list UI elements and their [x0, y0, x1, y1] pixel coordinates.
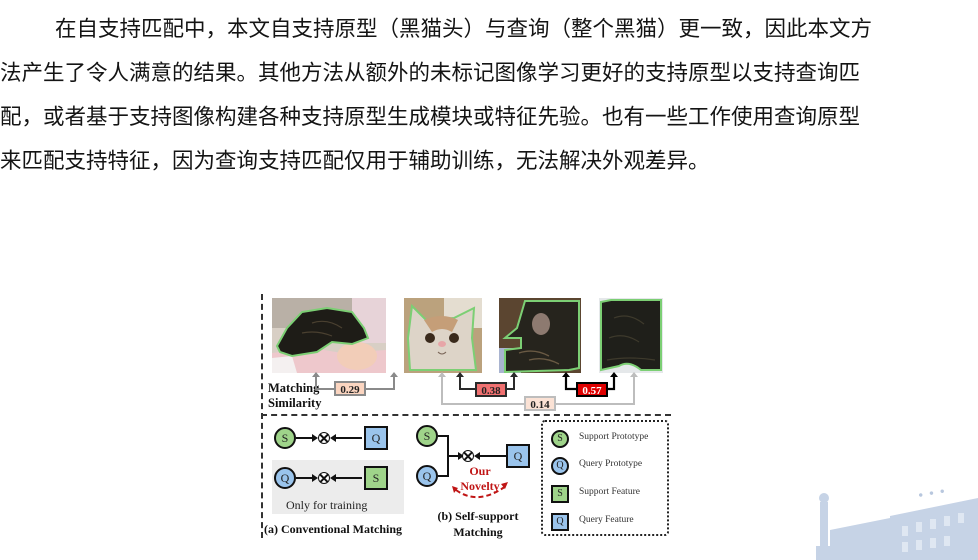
matching-operator-icon	[318, 432, 330, 444]
only-for-training-label: Only for training	[286, 498, 368, 512]
paragraph-line-1: 在自支持匹配中，本文自支持原型（黑猫头）与查询（整个黑猫）更一致，因此本文方	[55, 17, 873, 42]
caption-conventional-matching: (a) Conventional Matching	[264, 522, 402, 536]
support-prototype-icon: S	[551, 430, 569, 448]
matching-operator-icon	[318, 472, 330, 484]
support-feature-icon: S	[551, 485, 569, 503]
self-support-matching-figure: Matching Similarity 0.29 0.38 0.57 0.1	[258, 292, 678, 542]
figure-legend: S Support Prototype Q Query Prototype S …	[541, 420, 669, 536]
similarity-value-0-14: 0.14	[524, 396, 556, 411]
university-building-watermark: • • •	[816, 484, 978, 560]
caption-self-support-matching: (b) Self-support Matching	[437, 509, 519, 539]
our-novelty-label: Our Novelty	[460, 464, 500, 493]
self-support-arrows	[438, 435, 510, 498]
image-black-cat-head	[499, 298, 581, 373]
query-feature-node: Q	[364, 426, 388, 450]
support-prototype-node: S	[274, 427, 296, 449]
self-query-feature-node: Q	[506, 444, 530, 468]
self-support-prototype-node: S	[416, 425, 438, 447]
horizontal-dashed-divider	[261, 414, 671, 416]
image-exotic-cat	[404, 298, 482, 373]
image-black-cat-fur	[599, 298, 663, 373]
matching-operator-icon	[462, 450, 474, 462]
query-feature-icon: Q	[551, 513, 569, 531]
conventional-arrows	[296, 434, 362, 482]
self-query-prototype-node: Q	[416, 465, 438, 487]
matching-similarity-label: Matching Similarity	[268, 381, 322, 410]
support-feature-node: S	[364, 466, 388, 490]
vertical-dashed-divider	[261, 294, 263, 538]
image-baby-with-cat	[272, 298, 386, 373]
query-prototype-node: Q	[274, 467, 296, 489]
svg-text:• • •: • • •	[916, 484, 947, 503]
query-prototype-icon: Q	[551, 457, 569, 475]
paragraph-line-4: 来匹配支持特征，因为查询支持匹配仅用于辅助训练，无法解决外观差异。	[0, 149, 710, 174]
similarity-value-0-57: 0.57	[576, 382, 608, 397]
similarity-value-0-29: 0.29	[334, 381, 366, 396]
paragraph-line-2: 法产生了令人满意的结果。其他方法从额外的未标记图像学习更好的支持原型以支持查询匹	[0, 61, 861, 86]
similarity-value-0-38: 0.38	[475, 382, 507, 397]
similarity-connectors	[312, 372, 638, 405]
paragraph-line-3: 配，或者基于支持图像构建各种支持原型生成模块或特征先验。也有一些工作使用查询原型	[0, 105, 861, 130]
